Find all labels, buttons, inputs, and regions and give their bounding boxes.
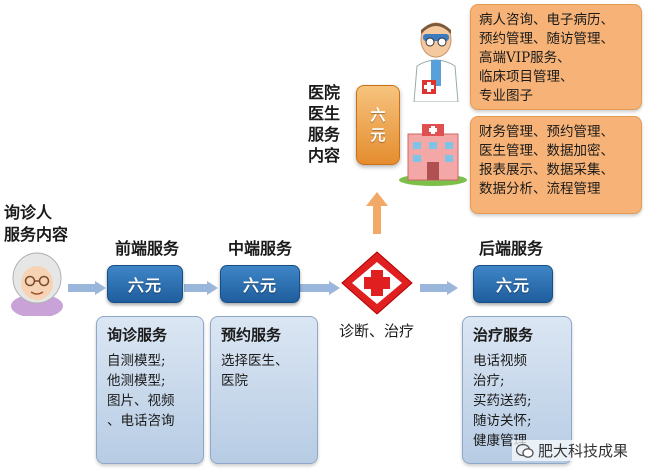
- middle-service-heading: 中端服务: [228, 239, 293, 258]
- flow-arrow-4: [420, 281, 458, 295]
- back-brand-box: 六元: [473, 265, 553, 303]
- back-service-panel: 治疗服务 电话视频 治疗; 买药送药; 随访关怀; 健康管理: [462, 316, 572, 464]
- wechat-icon: [516, 443, 534, 458]
- hospital-service-title: 医院 医生 服务 内容: [308, 83, 341, 165]
- doctor-services-box: 病人咨询、电子病历、 预约管理、随访管理、 高端VIP服务、 临床项目管理、 专…: [470, 4, 642, 110]
- hospital-services-box: 财务管理、预约管理、 医生管理、数据加密、 报表展示、数据采集、 数据分析、流程…: [470, 116, 642, 214]
- flow-arrow-2: [184, 281, 218, 295]
- flow-arrow-1: [68, 281, 106, 295]
- watermark: 肥大科技成果: [512, 440, 633, 461]
- patient-service-title: 询诊人 服务内容: [4, 203, 69, 244]
- front-panel-title: 询诊服务: [107, 326, 168, 344]
- back-panel-title: 治疗服务: [473, 326, 534, 344]
- hospital-building-icon: [399, 124, 467, 186]
- front-service-panel: 询诊服务 自测模型; 他测模型; 图片、视频 、电话咨询: [96, 316, 204, 464]
- red-cross-icon: [341, 251, 413, 315]
- front-brand-box: 六元: [107, 265, 183, 303]
- up-arrow: [366, 192, 388, 234]
- middle-brand-box: 六元: [220, 265, 300, 303]
- elderly-patient-icon: [11, 252, 63, 316]
- front-service-heading: 前端服务: [115, 239, 180, 258]
- flow-arrow-3: [300, 281, 340, 295]
- hospital-brand-box: 六 元: [356, 85, 400, 165]
- diagnosis-label: 诊断、治疗: [339, 322, 415, 340]
- middle-panel-title: 预约服务: [221, 326, 282, 344]
- doctor-icon: [413, 22, 459, 102]
- back-service-heading: 后端服务: [479, 239, 544, 258]
- middle-service-panel: 预约服务 选择医生、 医院: [210, 316, 318, 464]
